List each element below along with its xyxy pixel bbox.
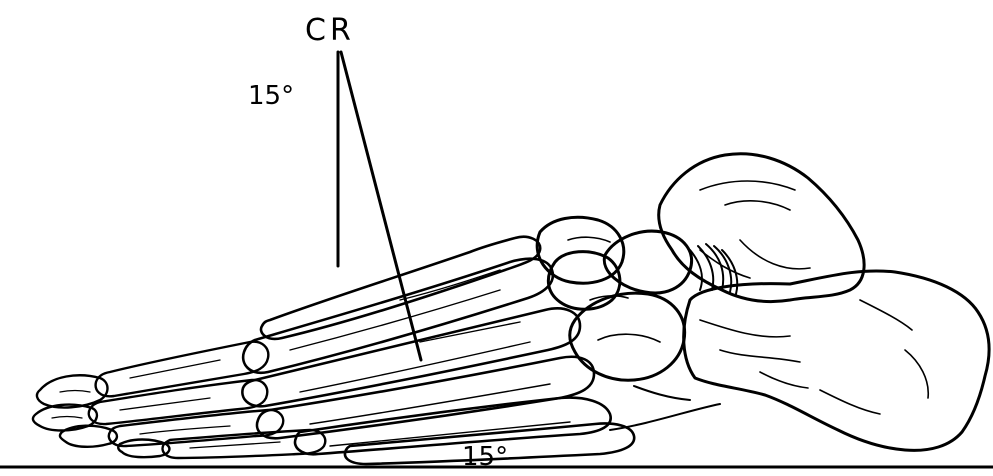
angled-central-ray-line bbox=[341, 52, 421, 360]
plantar-outline bbox=[610, 386, 720, 430]
ankle-hatching bbox=[690, 244, 737, 294]
calcaneus-detail bbox=[700, 300, 928, 414]
foot-skeleton-drawing bbox=[33, 154, 989, 464]
dorsal-metatarsal bbox=[261, 237, 540, 339]
metatarsal-bones bbox=[242, 259, 634, 464]
talus-bone bbox=[659, 154, 864, 302]
navicular-bone bbox=[604, 231, 691, 293]
cuboid-bone bbox=[570, 293, 685, 380]
talus-detail bbox=[700, 181, 810, 278]
central-ray-label: CR bbox=[305, 13, 355, 48]
calcaneus-bone bbox=[684, 271, 989, 450]
phalanx-bones bbox=[33, 342, 325, 458]
central-ray-lines bbox=[338, 52, 421, 360]
top-angle-label: 15° bbox=[248, 81, 294, 111]
